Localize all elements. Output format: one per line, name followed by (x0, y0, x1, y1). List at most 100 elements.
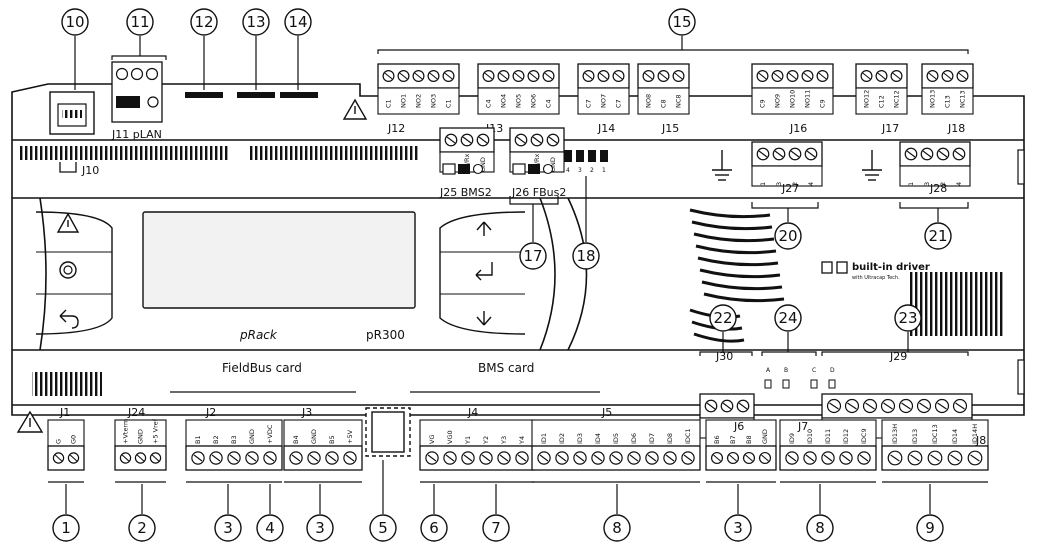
pin-label: C4 (485, 99, 493, 108)
pin-label: ID14H (971, 424, 979, 444)
pin-label: NO2 (415, 94, 423, 108)
up-button[interactable] (476, 221, 492, 236)
dip-switch[interactable] (600, 150, 608, 162)
callout-number: 7 (491, 519, 501, 537)
terminal-screw-slot (774, 150, 784, 158)
terminal-screw-slot (532, 136, 542, 144)
pin-label: Y2 (482, 436, 490, 445)
vent-slots (18, 146, 1005, 396)
terminal-screw-slot (713, 454, 721, 462)
terminal-screw-slot (414, 72, 423, 80)
terminal-screw-slot (758, 72, 767, 80)
callout-24: 24 (774, 304, 802, 352)
terminal-screw-slot (463, 454, 473, 462)
pin-label: ID9 (788, 433, 796, 444)
pin-label: B8 (745, 435, 753, 444)
connector-label: J28 (929, 182, 947, 195)
connector-label: J25 BMS2 (439, 186, 492, 199)
terminal-screw-slot (729, 454, 737, 462)
pin-label: 1 (907, 182, 915, 186)
terminal-screw-slot (955, 402, 965, 410)
terminal-screw-slot (818, 72, 827, 80)
pin-label: C9 (759, 99, 767, 108)
up-arrow-icon (476, 221, 492, 236)
callout-circle (242, 8, 270, 36)
terminal-screw-slot (862, 72, 871, 80)
callout-number: 22 (713, 309, 732, 327)
callout-17: 17 (519, 204, 547, 270)
j10-port-icon (59, 162, 77, 173)
terminal-screw-slot (738, 402, 748, 410)
pin-label: C1 (385, 99, 393, 108)
terminal-screw-slot (427, 454, 437, 462)
callout-number: 18 (576, 247, 595, 265)
terminal-screw-slot (514, 72, 523, 80)
pin-label: NO5 (515, 94, 523, 108)
callout-circle (284, 8, 312, 36)
plus-icon (458, 164, 470, 174)
terminal-screw-slot (544, 72, 553, 80)
terminal-screw[interactable] (130, 67, 144, 81)
terminal-screw-slot (919, 402, 929, 410)
pin-label: C13 (944, 95, 952, 108)
terminal-screw-slot (136, 454, 145, 462)
fieldbus-card-label: FieldBus card (222, 361, 302, 375)
terminal-screw[interactable] (115, 67, 129, 81)
connector-label: J4 (467, 406, 478, 419)
terminal-block-body (821, 393, 973, 419)
escape-icon (59, 309, 79, 329)
enter-button[interactable] (475, 262, 493, 281)
status-led (782, 379, 790, 389)
down-button[interactable] (476, 311, 492, 326)
pin-label: B2 (212, 435, 220, 444)
connector-label: J5 (601, 406, 612, 419)
dip-switch[interactable] (588, 150, 596, 162)
callout-number: 10 (65, 13, 84, 31)
escape-button[interactable] (59, 309, 79, 329)
status-led (828, 379, 836, 389)
callout-20: 20 (774, 208, 802, 250)
dip-switch[interactable] (564, 150, 572, 162)
terminal-block-label-strip (637, 87, 690, 115)
terminal-screw-slot (384, 72, 393, 80)
connector-label: J3 (301, 406, 312, 419)
alarm-icon (56, 212, 80, 233)
terminal-screw-slot (930, 454, 940, 462)
pin-label: NO8 (645, 94, 653, 108)
terminal-screw-slot (481, 454, 491, 462)
connector-label: J26 FBus2 (511, 186, 566, 199)
terminal-screw-slot (548, 136, 558, 144)
terminal-screw-slot (614, 72, 623, 80)
dip-switch[interactable] (576, 150, 584, 162)
terminal-screw-slot (629, 454, 639, 462)
pin-label: G0 (70, 435, 78, 444)
slot-13 (237, 92, 275, 98)
terminal-screw[interactable] (145, 67, 159, 81)
connector-label: J15 (661, 122, 679, 135)
pin-label: C9 (819, 99, 827, 108)
alarm-button[interactable] (56, 212, 80, 233)
pin-label: 3 (775, 182, 783, 186)
pin-label: ID2 (558, 433, 566, 444)
callout-number: 12 (194, 13, 213, 31)
terminal-screw-slot (823, 454, 833, 462)
terminal-screw-slot (805, 454, 815, 462)
pin-label: 3 (923, 182, 931, 186)
terminal-screw-slot (345, 454, 355, 462)
connector-label: J24 (127, 406, 145, 419)
connector-label: J27 (781, 182, 799, 195)
pin-label: ID13 (911, 429, 919, 444)
prg-button[interactable] (59, 261, 77, 279)
terminal-screw-slot (291, 454, 301, 462)
terminal-screw-slot (444, 72, 453, 80)
terminal-screw-slot (539, 454, 549, 462)
